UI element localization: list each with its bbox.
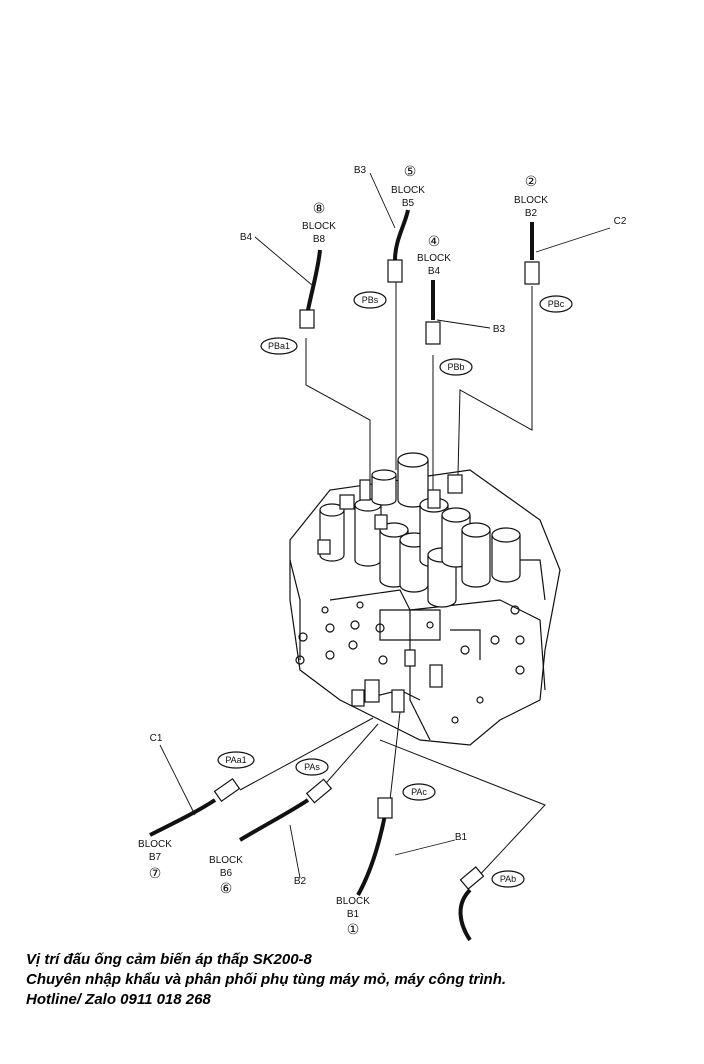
line-label-b7: C1 [150,733,163,744]
block-label-b5: BLOCK [391,185,425,196]
block-label-b4: BLOCK [417,253,451,264]
hose-pab [458,866,485,942]
tag-bubble-pbc [539,295,573,313]
line-label-b8: B4 [240,232,253,243]
tag-paa1: PAa1 [225,755,246,765]
num-b4: ④ [428,234,441,250]
num-b2: ② [525,174,538,190]
tag-pbb: PBb [447,362,464,372]
tag-pbc: PBc [548,299,565,309]
hose-b1 [356,797,393,896]
num-b6: ⑥ [220,881,233,897]
block-label-b2: BLOCK [514,195,548,206]
tag-bubble-pab [491,870,525,888]
hose-b8 [299,249,322,329]
block-label-b1: BLOCK [336,896,370,907]
tag-bubble-pbs [353,291,387,309]
line-label-b2: C2 [614,216,627,227]
tag-pac: PAc [411,787,427,797]
caption-title: Vị trí đấu ống cảm biến áp thấp SK200-8 [26,951,312,968]
caption-description: Chuyên nhập khẩu và phân phối phụ tùng m… [26,971,507,988]
block-label-b7: BLOCK [138,839,172,850]
hose-b6 [238,778,333,842]
valve-diagram: ⑤ BLOCK B5 B3 PBs ⑧ BLOCK B8 B4 PBa1 ④ B… [138,164,627,942]
tag-bubble-paa1 [217,751,255,769]
tag-bubble-pbb [439,358,473,376]
block-label-b6: BLOCK [209,855,243,866]
num-b8: ⑧ [313,201,326,217]
control-valve-body [289,452,561,746]
tag-bubble-pba1 [260,337,298,355]
leader-lines-top [254,172,611,329]
tag-pas: PAs [304,762,320,772]
connection-lines-top [305,282,533,490]
num-b5: ⑤ [404,164,417,180]
hose-b7 [149,777,241,837]
block-id-b4: B4 [428,266,441,277]
line-label-b5: B3 [354,165,367,176]
leader-lines-bottom [159,744,456,879]
num-b7: ⑦ [149,866,162,882]
line-label-b6: B2 [294,876,307,887]
line-label-b4: B3 [493,324,506,335]
hose-b5 [387,209,410,283]
tag-bubble-pac [402,783,436,801]
block-id-b2: B2 [525,208,538,219]
block-id-b6: B6 [220,868,233,879]
connection-lines-bottom [239,711,546,881]
caption-hotline: Hotline/ Zalo 0911 018 268 [26,991,211,1008]
block-id-b7: B7 [149,852,162,863]
hose-b4 [425,280,441,345]
tag-pbs: PBs [362,295,379,305]
num-b1: ① [347,922,360,938]
block-label-b8: BLOCK [302,221,336,232]
tag-pba1: PBa1 [268,341,290,351]
block-id-b1: B1 [347,909,360,920]
tag-pab: PAb [500,874,516,884]
block-id-b5: B5 [402,198,415,209]
tag-bubble-pas [295,758,329,776]
hose-b2 [524,222,540,285]
block-id-b8: B8 [313,234,326,245]
line-label-b1: B1 [455,832,468,843]
